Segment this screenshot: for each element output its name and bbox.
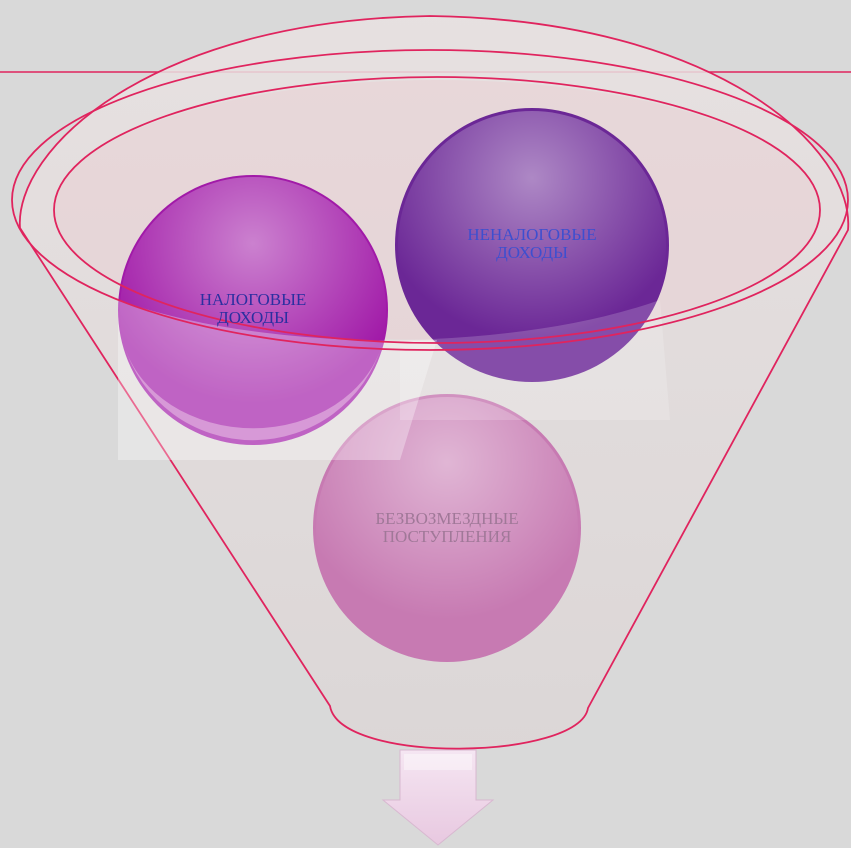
label-nenalogovye: НЕНАЛОГОВЫЕ ДОХОДЫ xyxy=(467,225,597,262)
label-nalogovye: НАЛОГОВЫЕ ДОХОДЫ xyxy=(199,290,307,327)
funnel-rim-ring xyxy=(53,76,821,344)
circle-nenalogovye xyxy=(395,108,669,382)
funnel-rim-outer xyxy=(11,49,849,351)
circle-nalogovye xyxy=(118,175,388,445)
rim-veil xyxy=(118,300,437,460)
down-arrow xyxy=(381,749,495,846)
circle-bezvozmezdnye xyxy=(313,394,581,662)
label-bezvozmezdnye: БЕЗВОЗМЕЗДНЫЕ ПОСТУПЛЕНИЯ xyxy=(375,509,519,546)
